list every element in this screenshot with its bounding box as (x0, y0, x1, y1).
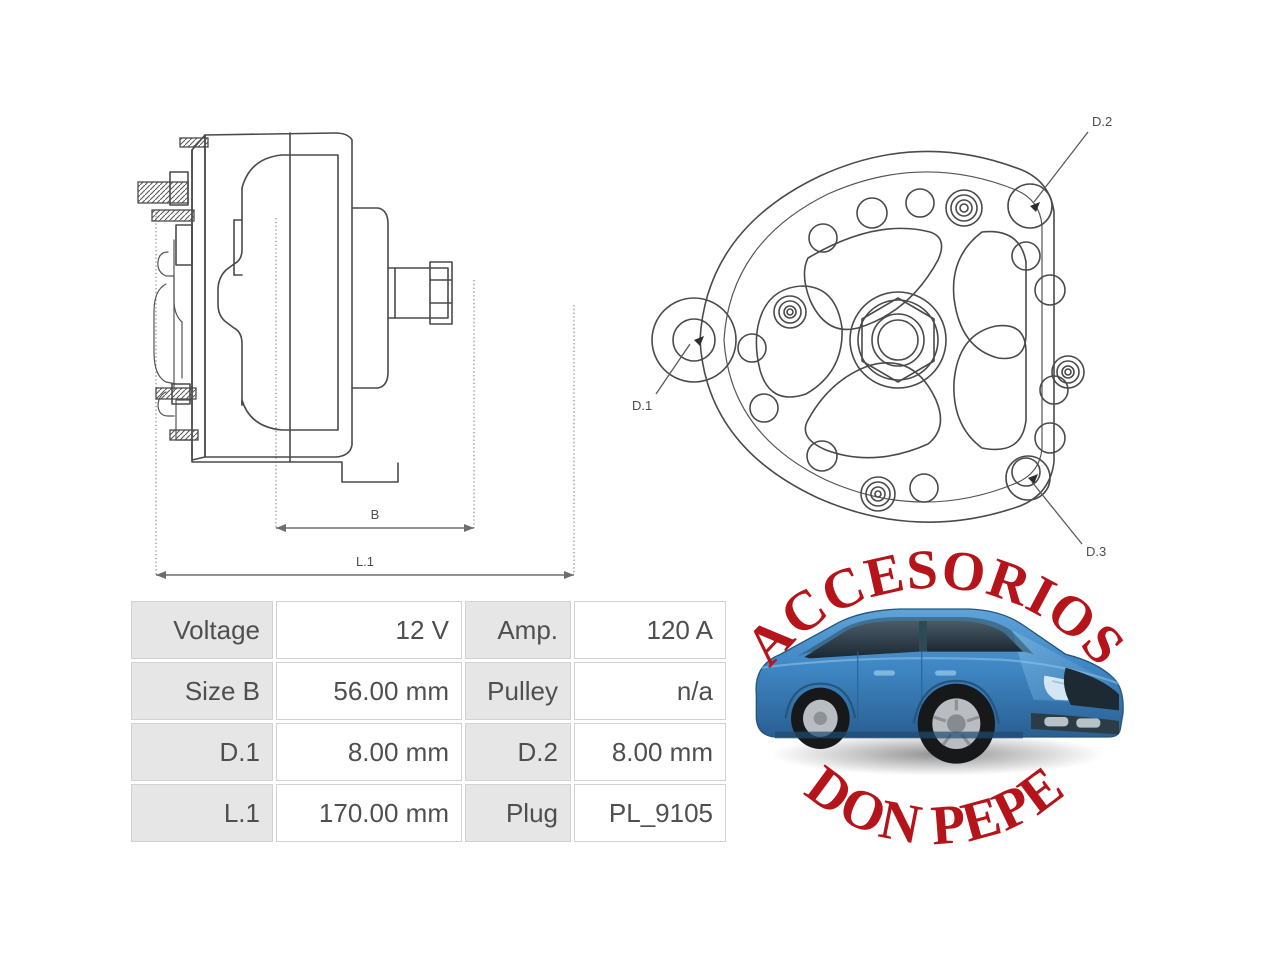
alternator-side-view: B L.1 (137, 132, 575, 579)
specification-table: Voltage 12 V Amp. 120 A Size B 56.00 mm … (128, 598, 729, 845)
terminal-studs (137, 137, 209, 441)
rear-flange-detail (153, 224, 193, 441)
ventilation-holes (737, 188, 1069, 503)
dimension-l1: L.1 (156, 554, 574, 579)
spec-value-plug: PL_9105 (574, 784, 726, 842)
drive-end-shaft (351, 207, 453, 389)
callout-d2: D.2 (1007, 114, 1112, 229)
spec-label-amp: Amp. (465, 601, 571, 659)
spec-value-l1: 170.00 mm (276, 784, 462, 842)
table-row: Voltage 12 V Amp. 120 A (131, 601, 726, 659)
callout-d1: D.1 (632, 318, 716, 413)
spec-label-voltage: Voltage (131, 601, 273, 659)
spec-value-d1: 8.00 mm (276, 723, 462, 781)
callout-d3: D.3 (1005, 455, 1106, 559)
callout-d1-label: D.1 (632, 398, 652, 413)
center-hex-nut (849, 291, 947, 389)
table-row: D.1 8.00 mm D.2 8.00 mm (131, 723, 726, 781)
extension-lines (155, 212, 575, 575)
callout-d2-label: D.2 (1092, 114, 1112, 129)
ventilation-cutouts (755, 227, 1027, 459)
spec-value-size-b: 56.00 mm (276, 662, 462, 720)
spec-value-pulley: n/a (574, 662, 726, 720)
end-housing-outline (651, 150, 1055, 523)
spec-value-voltage: 12 V (276, 601, 462, 659)
spec-label-size-b: Size B (131, 662, 273, 720)
spec-label-d2: D.2 (465, 723, 571, 781)
dimension-b-label: B (371, 507, 380, 522)
alternator-body-outline (191, 132, 399, 483)
table-row: Size B 56.00 mm Pulley n/a (131, 662, 726, 720)
spec-value-amp: 120 A (574, 601, 726, 659)
spec-label-pulley: Pulley (465, 662, 571, 720)
dimension-l1-label: L.1 (356, 554, 374, 569)
alternator-end-view: D.2 D.1 D.3 (632, 114, 1112, 559)
logo-bottom-text: DON PEPE (795, 754, 1076, 858)
table-row: L.1 170.00 mm Plug PL_9105 (131, 784, 726, 842)
spec-label-l1: L.1 (131, 784, 273, 842)
dimension-b: B (276, 507, 474, 532)
spec-value-d2: 8.00 mm (574, 723, 726, 781)
spec-label-plug: Plug (465, 784, 571, 842)
callout-d3-label: D.3 (1086, 544, 1106, 559)
spec-label-d1: D.1 (131, 723, 273, 781)
